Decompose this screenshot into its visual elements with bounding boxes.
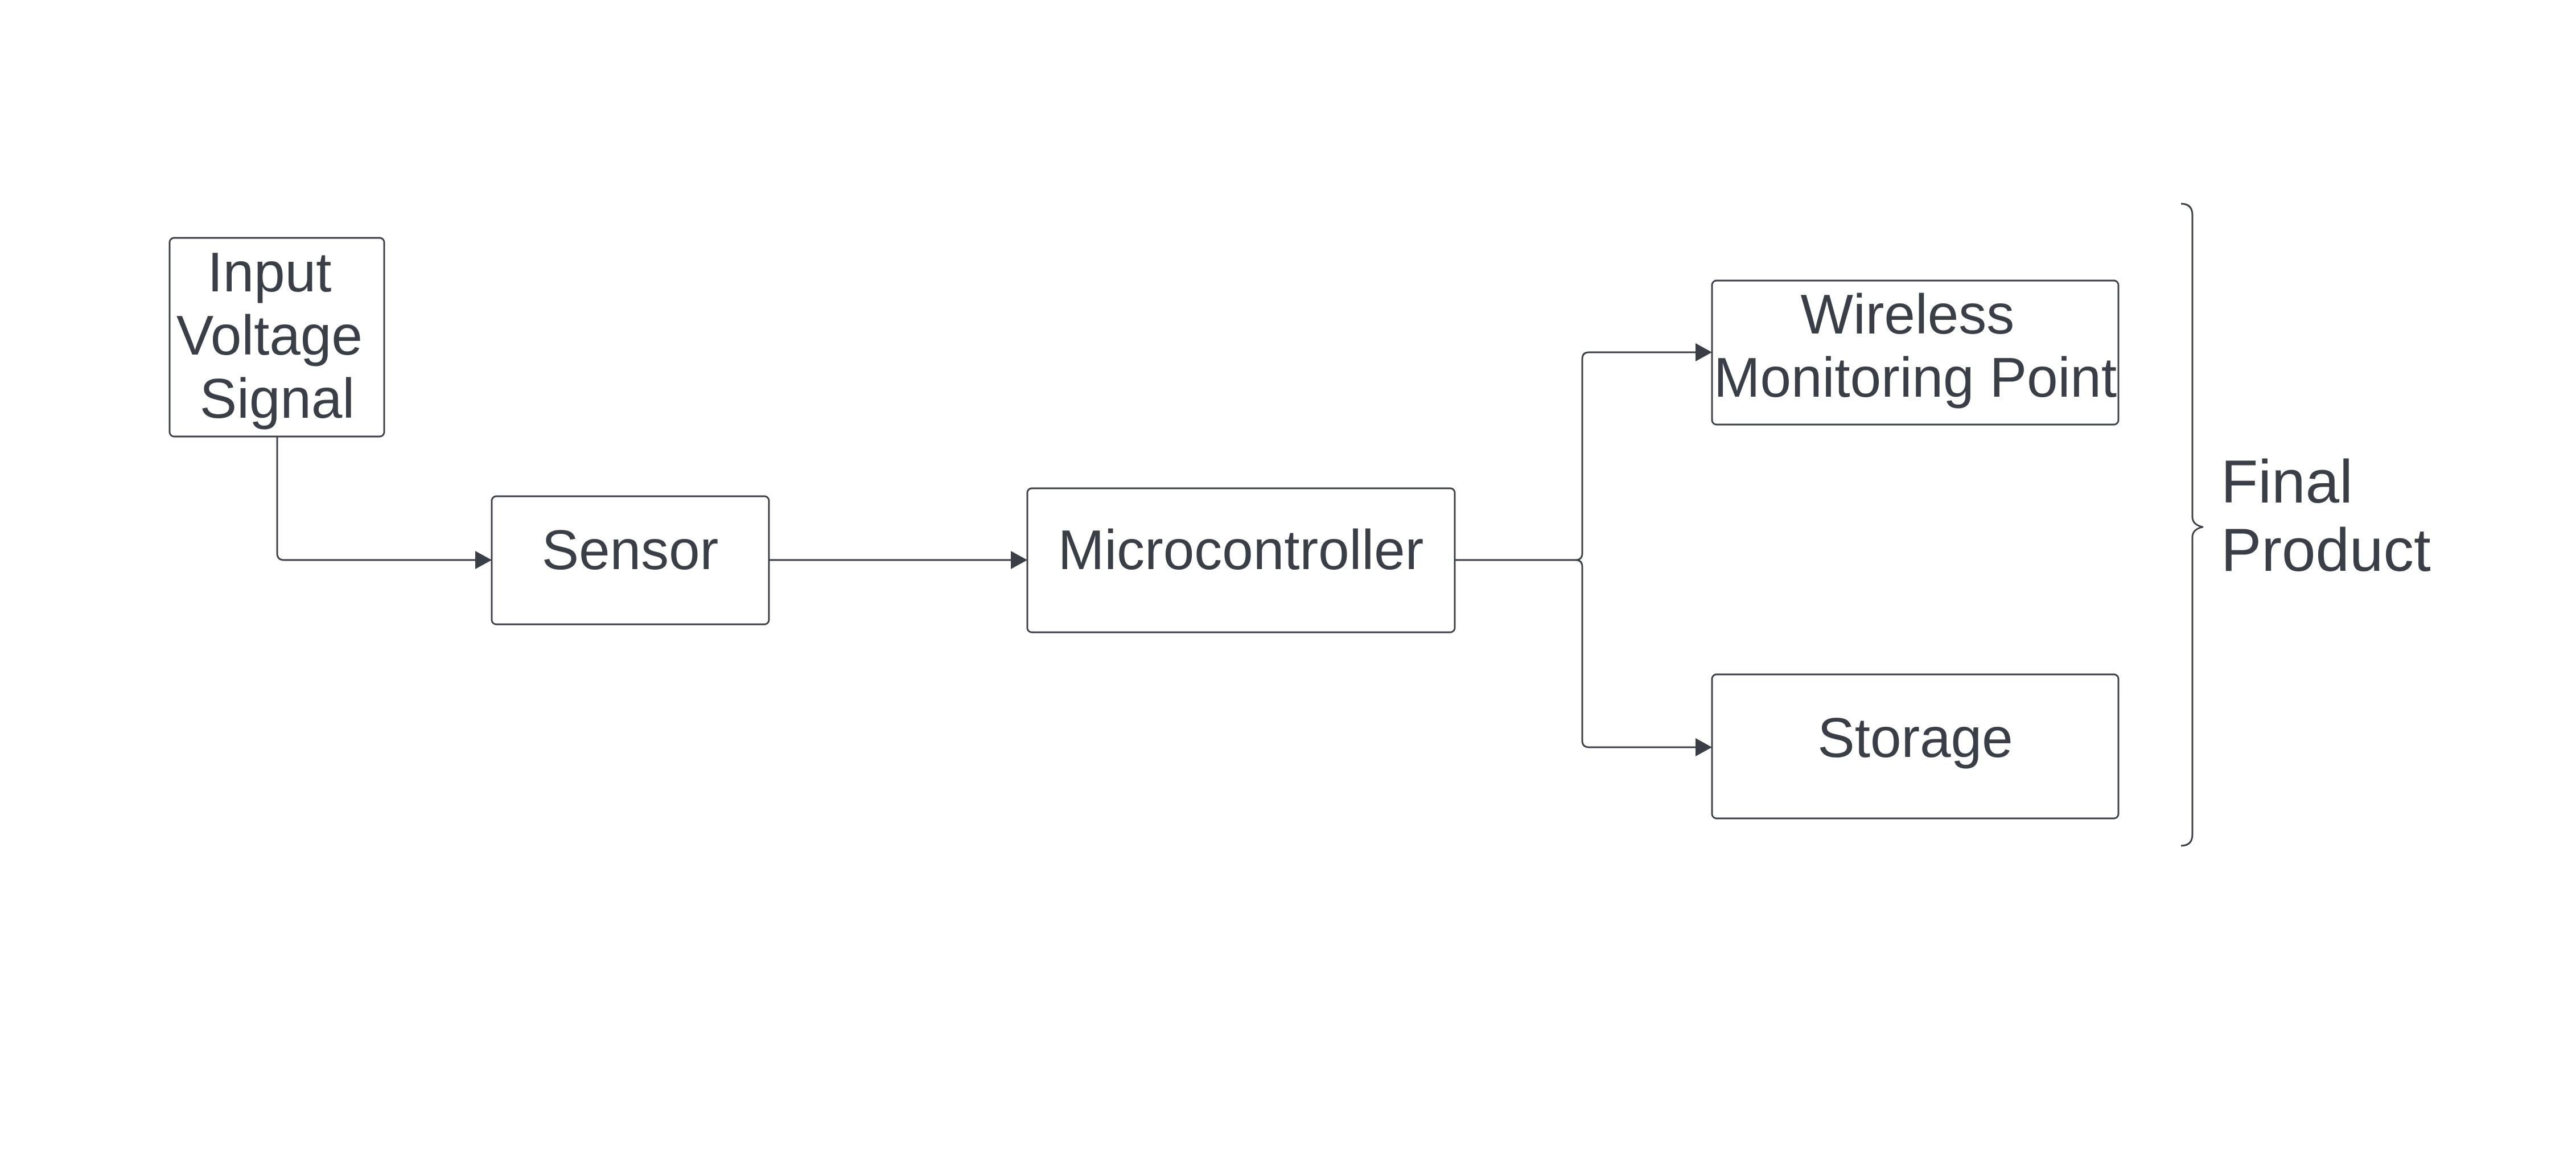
node-label-line: Wireless: [1801, 283, 2015, 345]
edge-input-to-sensor: [276, 437, 475, 561]
node-box: [168, 237, 385, 438]
arrowhead-storage: [1696, 738, 1712, 756]
group-brace: [2180, 203, 2204, 847]
node-wireless-monitoring-point: Wireless Monitoring Point: [1711, 279, 2120, 426]
node-label-line: Microcontroller: [1058, 518, 1424, 581]
node-label: Storage: [1817, 706, 2013, 769]
group-label: Final Product: [2221, 447, 2431, 584]
node-sensor: Sensor: [491, 495, 770, 625]
node-label-line: Signal: [200, 367, 355, 430]
node-box: [1026, 487, 1456, 633]
node-label: Input Voltage Signal: [176, 241, 378, 430]
node-label-line: Monitoring Point: [1714, 346, 2117, 409]
connectors: [276, 343, 1712, 756]
edge-microcontroller-to-wireless: [1455, 351, 1696, 561]
node-label: Sensor: [542, 518, 719, 581]
node-label-line: Storage: [1817, 706, 2013, 769]
node-box: [491, 495, 770, 625]
group-label-line: Product: [2221, 516, 2431, 584]
arrowhead-microcontroller: [1011, 551, 1027, 569]
group-label-line: Final: [2221, 447, 2353, 516]
node-box: [1711, 279, 2120, 426]
node-label-line: Sensor: [542, 518, 719, 581]
node-input-voltage-signal: Input Voltage Signal: [168, 237, 385, 438]
node-label: Wireless Monitoring Point: [1714, 283, 2117, 409]
arrowhead-sensor: [475, 551, 492, 569]
node-label: Microcontroller: [1058, 518, 1424, 581]
node-label-line: Voltage: [176, 304, 363, 367]
node-microcontroller: Microcontroller: [1026, 487, 1456, 633]
node-box: [1711, 673, 2120, 820]
node-storage: Storage: [1711, 673, 2120, 820]
edge-microcontroller-to-storage: [1575, 559, 1696, 748]
node-label-line: Input: [207, 241, 331, 303]
arrowhead-wireless: [1696, 343, 1712, 361]
